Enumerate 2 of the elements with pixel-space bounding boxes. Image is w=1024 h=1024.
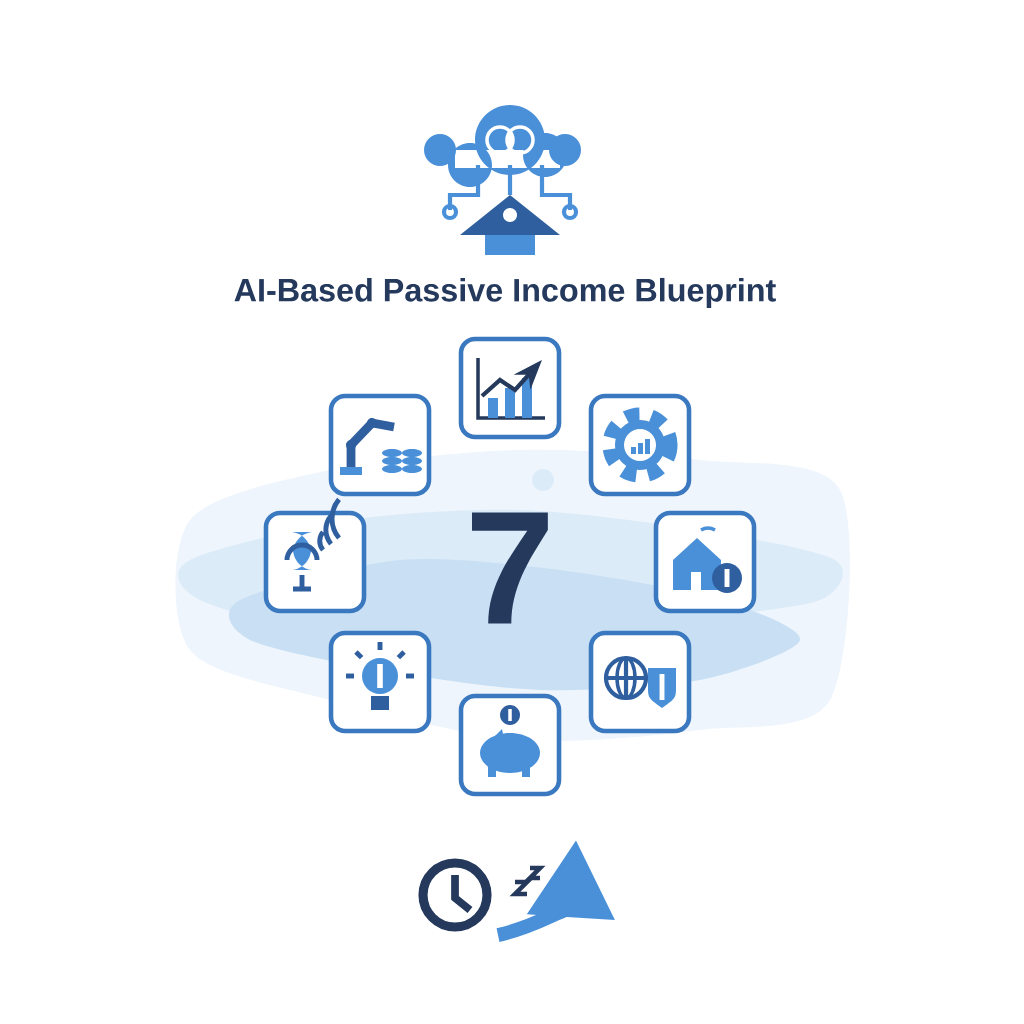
- title: AI-Based Passive Income Blueprint: [234, 277, 776, 309]
- number: 7: [472, 512, 548, 624]
